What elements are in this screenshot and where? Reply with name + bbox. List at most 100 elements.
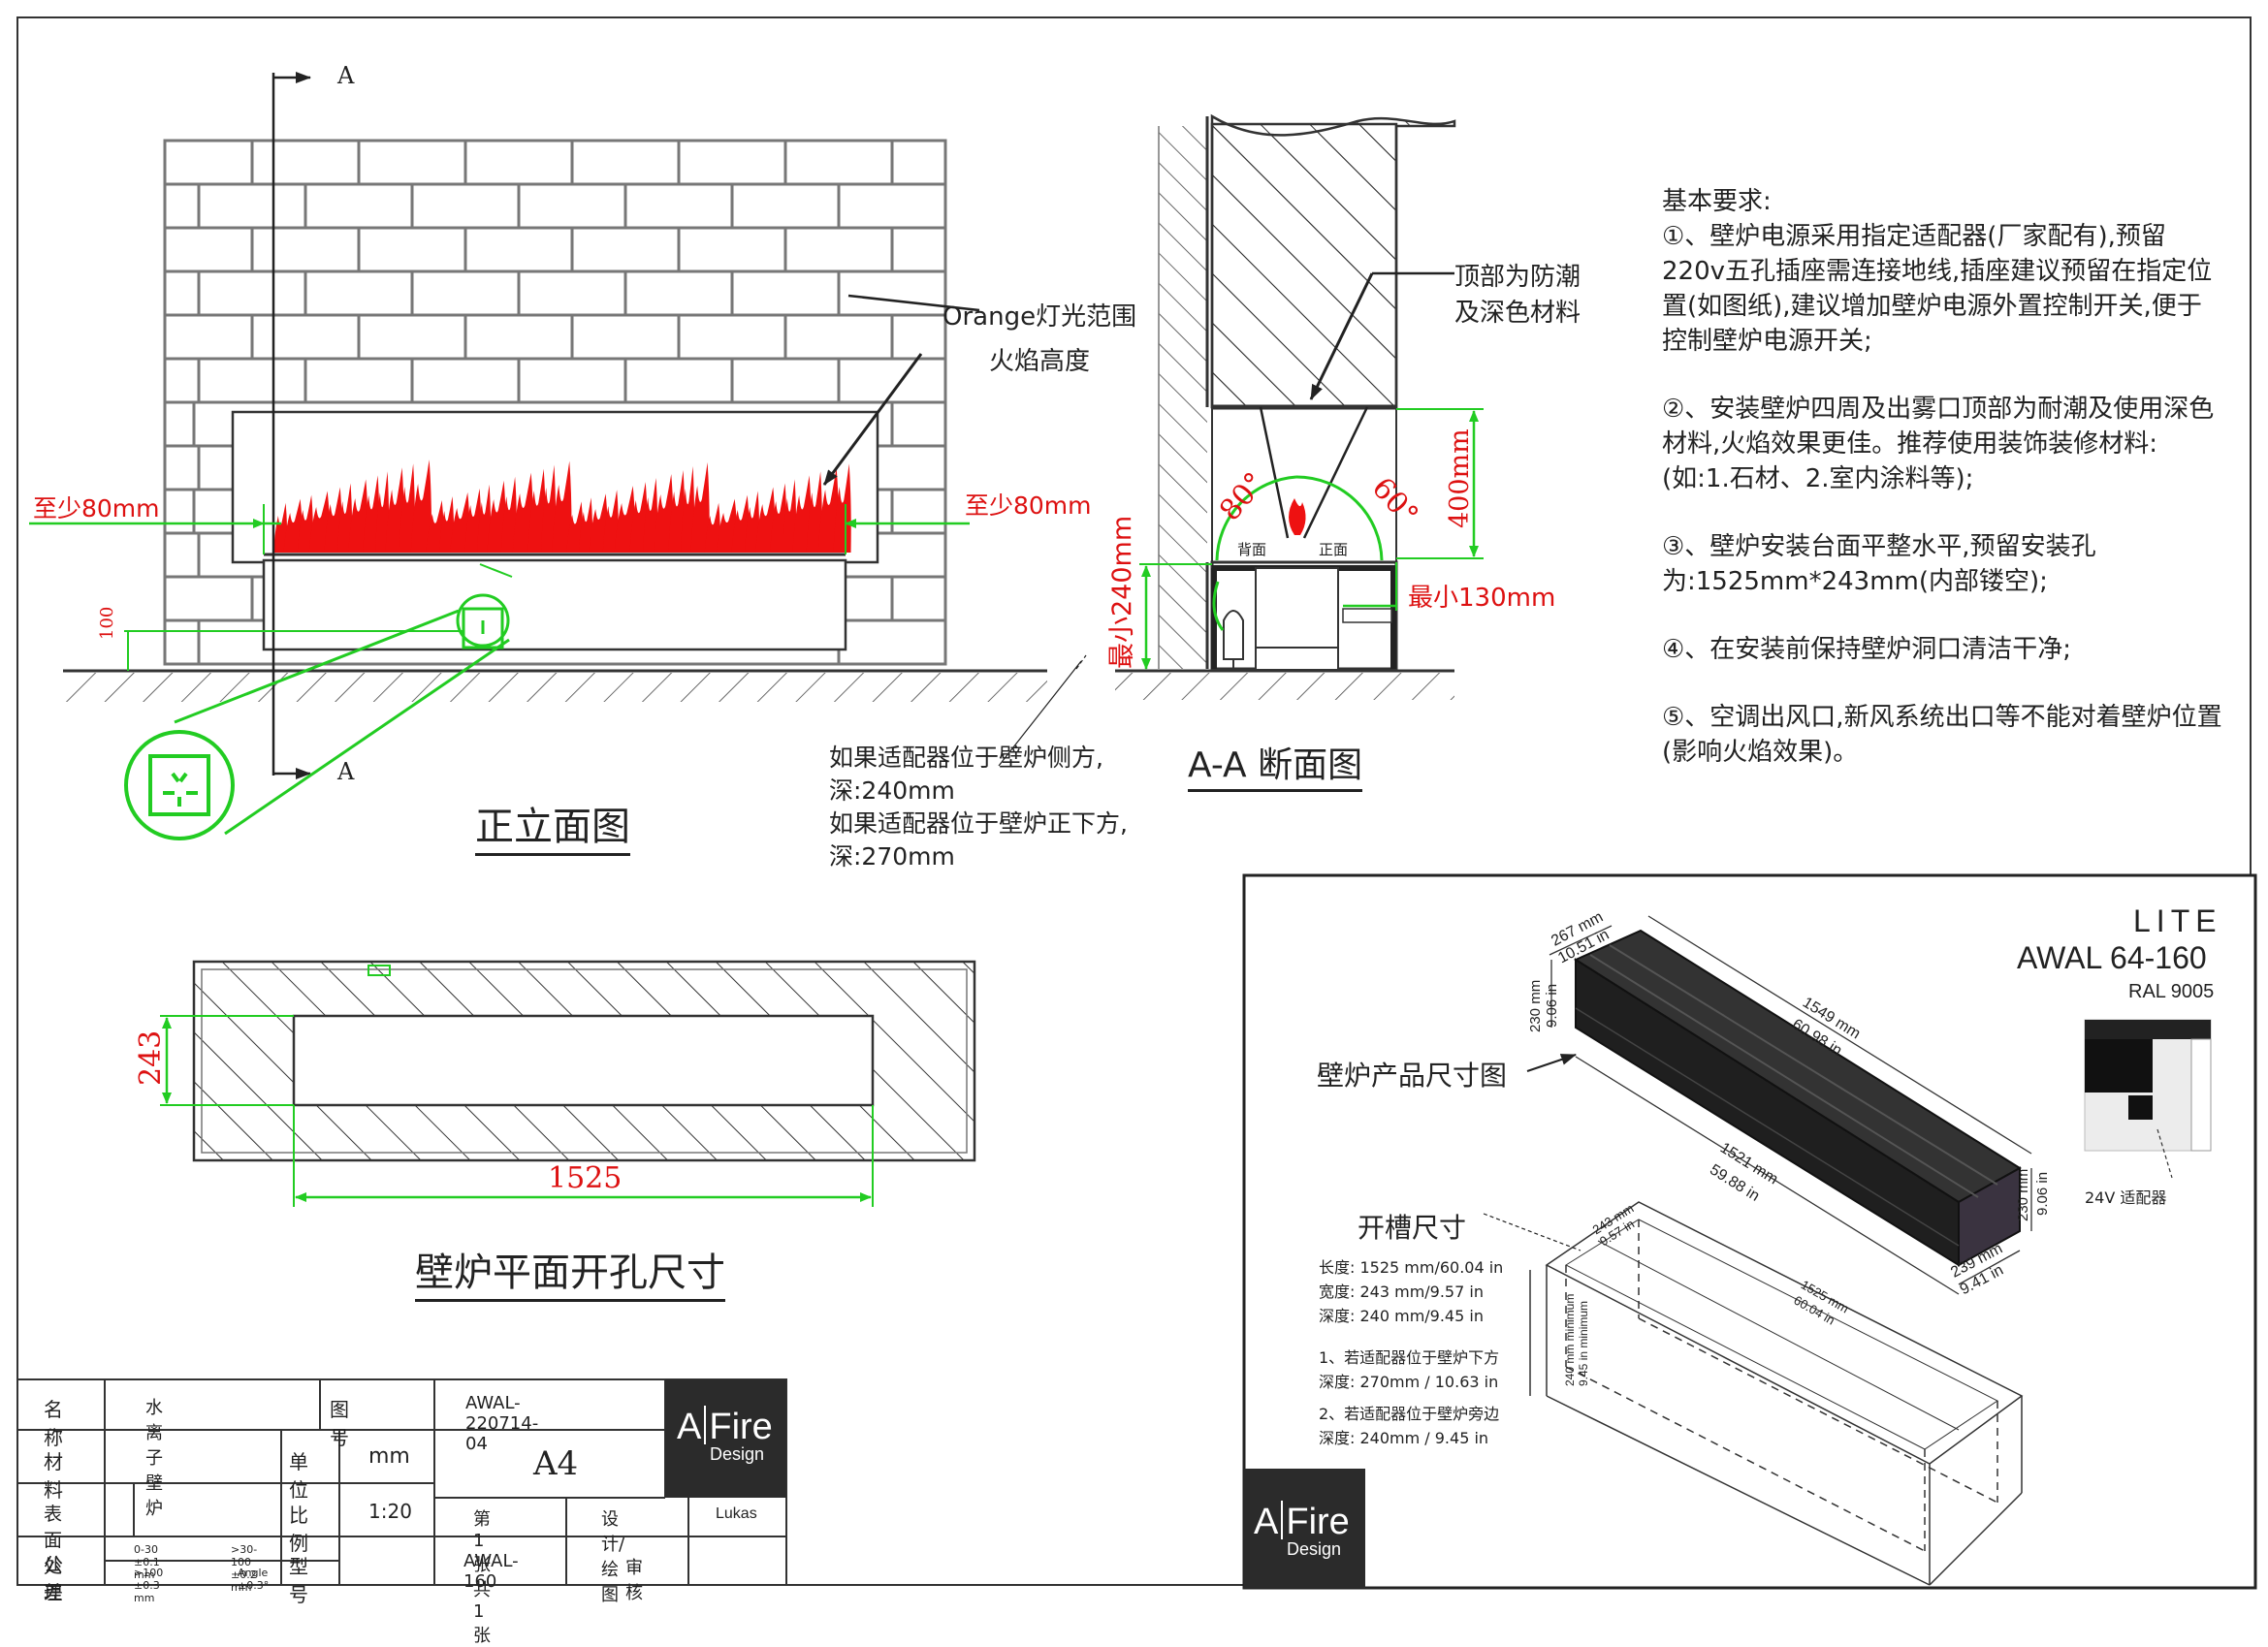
label-400mm: 400mm bbox=[1445, 428, 1475, 528]
socket-zoom bbox=[124, 730, 235, 840]
flame-tuft bbox=[439, 495, 455, 553]
tb-drawing-no: AWAL-220714-04 bbox=[465, 1393, 539, 1454]
leader-flame bbox=[822, 353, 923, 486]
requirements-text: 基本要求: ①、壁炉电源采用指定适配器(厂家配有),预留220v五孔插座需连接地… bbox=[1662, 184, 2224, 803]
brand-fire: Fire bbox=[1286, 1502, 1350, 1542]
label-angle-back: 80° bbox=[1213, 465, 1273, 528]
label-slot-dims: 开槽尺寸 bbox=[1358, 1212, 1467, 1244]
tb-name-value: 水离子壁炉 bbox=[145, 1398, 163, 1519]
label-adapter: 24V 适配器 bbox=[2085, 1188, 2167, 1207]
flame-tuft bbox=[589, 493, 608, 553]
flame-tuft bbox=[426, 500, 444, 553]
flame-tuft bbox=[410, 459, 432, 553]
tb-tol2: >30-100 ±0.2 mm bbox=[231, 1543, 258, 1594]
label-min240: 最小240mm bbox=[1107, 515, 1137, 669]
tb-designer: Lukas bbox=[716, 1505, 757, 1522]
flame-tuft bbox=[629, 482, 648, 553]
tb-name-label: 名称 bbox=[44, 1398, 63, 1449]
label-flame-height: 火焰高度 bbox=[989, 347, 1091, 376]
tb-model-label: 型号 bbox=[289, 1555, 308, 1606]
dim-230a-in: 9.06 in bbox=[1544, 983, 1560, 1028]
flame-tuft bbox=[297, 494, 313, 553]
adapter-note-line: 如果适配器位于壁炉正下方, bbox=[829, 809, 1128, 838]
fireplace-body bbox=[262, 558, 847, 651]
flame-tuft bbox=[450, 491, 470, 553]
dim-230b: 230 mm bbox=[2015, 1168, 2031, 1221]
requirement-item: ③、壁炉安装台面平整水平,预留安装孔为:1525mm*243mm(内部镂空); bbox=[1662, 532, 2096, 596]
flame-tuft bbox=[770, 483, 787, 553]
brand-design: Design bbox=[1287, 1539, 1342, 1559]
dim-240-min-in: 9.45 in minimum bbox=[1577, 1300, 1590, 1386]
sheet-border bbox=[16, 16, 2252, 1586]
flame-tuft bbox=[579, 497, 593, 554]
flame-tuft bbox=[745, 491, 760, 553]
adapter-note-line: 深:240mm bbox=[829, 776, 955, 805]
flame-tuft bbox=[527, 468, 546, 553]
slot-specs: 长度: 1525 mm/60.04 in 宽度: 243 mm/9.57 in … bbox=[1319, 1255, 1503, 1328]
brand-design: Design bbox=[710, 1444, 765, 1464]
requirement-item: ①、壁炉电源采用指定适配器(厂家配有),预留220v五孔插座需连接地线,插座建议… bbox=[1662, 222, 2213, 356]
tb-tol3: >100 ±0.3 mm bbox=[134, 1567, 164, 1604]
tb-sheet-size: A4 bbox=[533, 1444, 579, 1483]
slot-notes: 1、若适配器位于壁炉下方 深度: 270mm / 10.63 in 2、若适配器… bbox=[1319, 1346, 1499, 1450]
flame-tuft bbox=[375, 471, 390, 553]
product-color: RAL 9005 bbox=[2128, 981, 2215, 1002]
title-block bbox=[16, 1378, 787, 1586]
flame-tuft bbox=[512, 472, 534, 553]
flame-tuft bbox=[833, 463, 851, 553]
flame-tuft bbox=[643, 478, 658, 553]
slot-note-line: 深度: 240mm / 9.45 in bbox=[1319, 1429, 1489, 1447]
flame-tuft bbox=[602, 490, 619, 553]
section-view bbox=[998, 113, 1484, 767]
flame-tuft bbox=[731, 494, 750, 553]
slot-note-line: 1、若适配器位于壁炉下方 bbox=[1319, 1348, 1500, 1367]
tb-model-value: AWAL-160 bbox=[463, 1551, 519, 1592]
flame-tuft bbox=[324, 487, 342, 553]
tb-unit-value: mm bbox=[368, 1444, 410, 1469]
flame-tuft bbox=[783, 479, 797, 553]
tb-review-label: 审核 bbox=[625, 1558, 643, 1603]
plan-opening bbox=[292, 1014, 875, 1107]
label-top-material-1: 顶部为防潮 bbox=[1454, 263, 1581, 292]
label-socket-height: 100 bbox=[97, 606, 117, 640]
product-panel bbox=[1242, 873, 2257, 1590]
flame-tuft bbox=[704, 502, 720, 553]
flame-tuft bbox=[500, 476, 517, 553]
requirement-item: ②、安装壁炉四周及出雾口顶部为耐潮及使用深色材料,火焰效果更佳。推荐使用装饰装修… bbox=[1662, 395, 2215, 493]
brand-logo-box-panel bbox=[1244, 1469, 1365, 1588]
tb-unit-label: 单位 bbox=[289, 1450, 308, 1502]
flame-tuft bbox=[385, 467, 404, 553]
requirement-item: ⑤、空调出风口,新风系统出口等不能对着壁炉位置(影响火焰效果)。 bbox=[1662, 703, 2222, 767]
dim-240-min: 240 mm minimum bbox=[1563, 1293, 1577, 1386]
flame-tuft bbox=[487, 480, 506, 553]
dim-230b-in: 9.06 in bbox=[2034, 1171, 2051, 1216]
section-view-title: A-A 断面图 bbox=[1188, 737, 1363, 792]
flame-tuft bbox=[273, 502, 288, 553]
flame-tuft bbox=[464, 488, 482, 553]
label-min-right: 至少80mm bbox=[965, 491, 1092, 520]
label-back: 背面 bbox=[1237, 541, 1267, 558]
tb-scale-label: 比例 bbox=[289, 1504, 308, 1555]
requirements-heading: 基本要求: bbox=[1662, 187, 1772, 216]
flame-tuft bbox=[806, 471, 822, 553]
tb-tol1: 0-30 ±0.1 mm bbox=[134, 1543, 160, 1581]
plan-dim-depth: 243 bbox=[134, 1029, 168, 1086]
slot-spec-line: 深度: 240 mm/9.45 in bbox=[1319, 1307, 1484, 1325]
plan-view bbox=[160, 960, 976, 1207]
flame-tuft bbox=[566, 501, 584, 553]
tb-drawing-no-label: 图号 bbox=[330, 1398, 349, 1449]
brand-fire: Fire bbox=[709, 1407, 773, 1447]
adapter-note: 如果适配器位于壁炉侧方, 深:240mm 如果适配器位于壁炉正下方, 深:270… bbox=[829, 742, 1128, 873]
tb-scale-value: 1:20 bbox=[368, 1500, 412, 1523]
flame-tuft bbox=[755, 487, 776, 553]
label-top-material-2: 及深色材料 bbox=[1454, 299, 1581, 328]
tb-tolerance-label: 公差 bbox=[44, 1553, 63, 1604]
flame-tuft bbox=[681, 465, 695, 553]
brand-a: A bbox=[677, 1407, 702, 1447]
flame-tuft bbox=[552, 460, 572, 553]
flame-tuft bbox=[283, 498, 303, 553]
label-angle-front: 60° bbox=[1364, 471, 1425, 532]
tb-surface-label: 表面处理 bbox=[44, 1504, 63, 1603]
flame-tuft bbox=[817, 467, 840, 553]
